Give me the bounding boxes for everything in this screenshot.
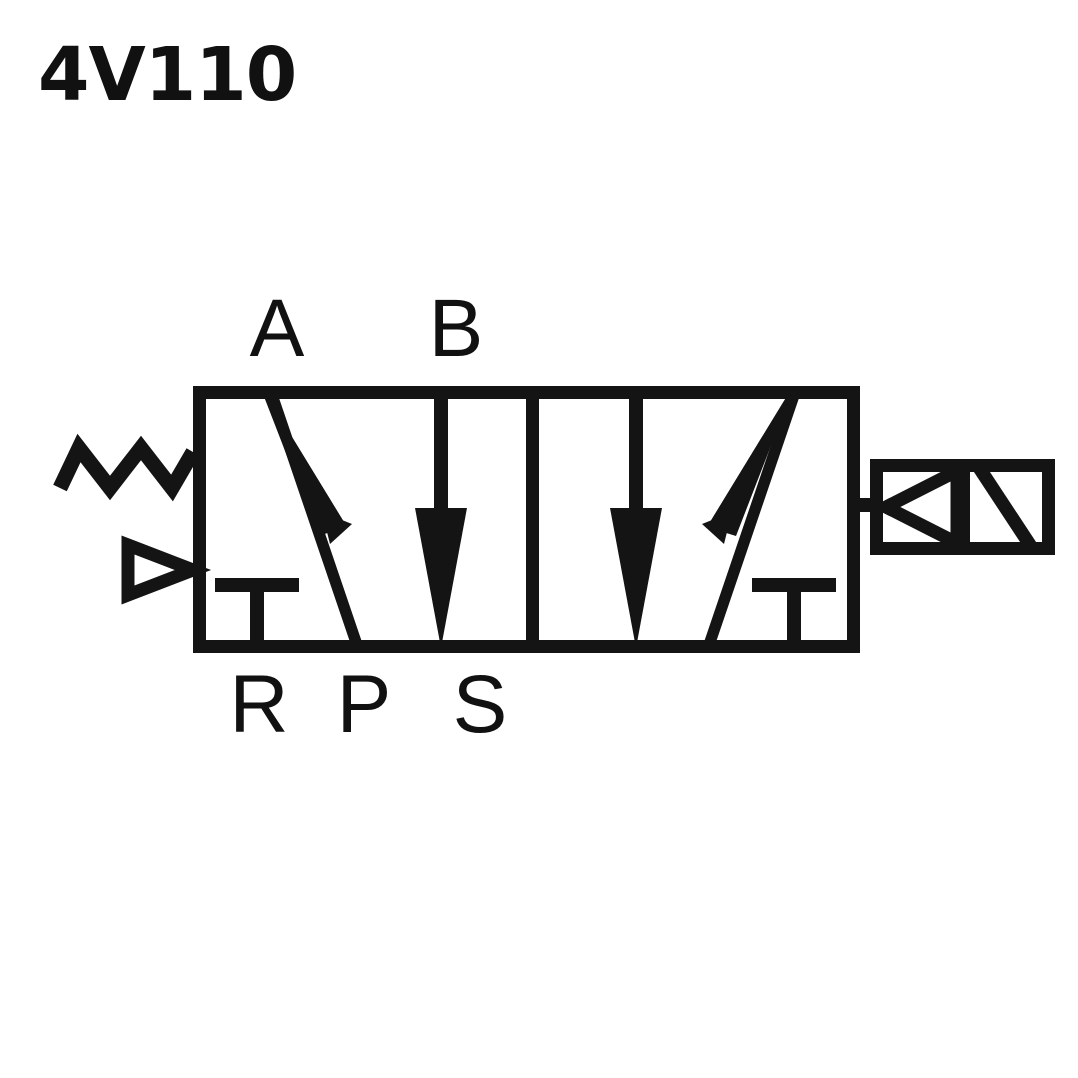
port-label-A: A <box>249 283 305 374</box>
page-title: 4V110 <box>38 32 297 118</box>
solenoid-coil-symbol-icon <box>970 466 1040 548</box>
right-chamber-symbols <box>610 392 836 648</box>
right-actuator-group[interactable] <box>860 459 1055 555</box>
right-blocked-tee-icon <box>752 578 836 646</box>
left-blocked-tee-icon <box>215 578 299 646</box>
port-label-R: R <box>229 659 289 750</box>
port-label-S: S <box>452 659 508 750</box>
left-down-flow-arrow <box>415 392 467 648</box>
left-actuator-group[interactable] <box>53 433 212 605</box>
spring-symbol-icon <box>53 433 200 502</box>
left-chamber-symbols <box>215 392 467 648</box>
pilot-air-triangle-icon <box>121 535 212 605</box>
right-diagonal-flow-arrow <box>702 394 799 648</box>
chamber-divider <box>526 386 539 653</box>
port-label-P: P <box>336 659 392 750</box>
left-diagonal-flow-arrow <box>263 394 364 648</box>
valve-body-outline <box>193 386 860 653</box>
port-label-B: B <box>428 283 484 374</box>
right-down-flow-arrow <box>610 392 662 648</box>
pilot-triangle-left-icon <box>871 460 964 554</box>
